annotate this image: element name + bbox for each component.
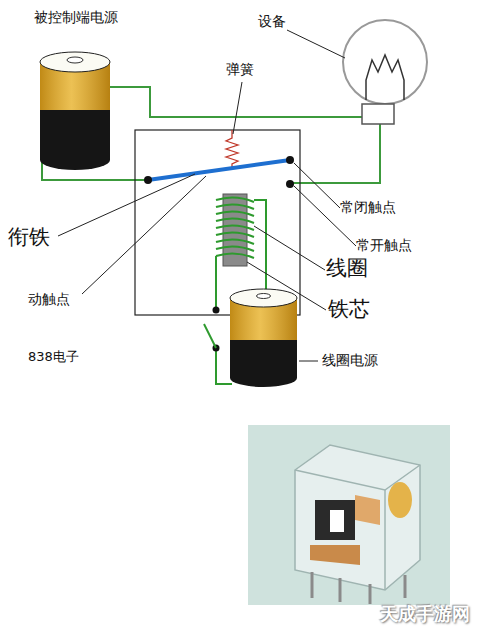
photo-background [248, 425, 450, 605]
battery-terminal [257, 294, 271, 299]
battery-terminal [67, 57, 83, 63]
coil-turn [216, 232, 254, 237]
armature [148, 160, 290, 180]
part-label: 衔铁 [8, 226, 50, 249]
bulb-glass [343, 20, 427, 104]
coil-turn [216, 225, 254, 230]
relay-pin [311, 572, 314, 598]
wire [292, 117, 393, 183]
battery-top [230, 289, 297, 307]
coil-turn [216, 253, 254, 258]
coil [216, 197, 254, 258]
contact-dot [286, 156, 294, 164]
relay-pin [404, 575, 407, 598]
relay-bobbin [330, 510, 344, 532]
wire [110, 87, 362, 117]
leader-line [82, 176, 206, 294]
part-label: 设备 [258, 14, 286, 29]
leader-line [58, 174, 195, 236]
wire [216, 350, 232, 384]
wire [254, 200, 266, 292]
battery-body [230, 340, 297, 387]
bulb-base [362, 104, 394, 124]
relay-case-edge [384, 490, 386, 590]
watermark-note: 838电子 [28, 350, 79, 364]
relay-spring [388, 482, 412, 518]
relay-pin [339, 578, 342, 602]
wire [215, 256, 217, 308]
relay-contact [355, 495, 380, 525]
leader-line [247, 262, 326, 310]
coil-turn [216, 204, 254, 209]
leader-line [299, 361, 318, 362]
coil-turn [216, 239, 254, 244]
part-label: 动触点 [28, 292, 70, 307]
leader-line [294, 163, 340, 208]
part-label: 铁芯 [328, 298, 370, 321]
relay-contact [310, 545, 360, 565]
part-label: 线圈电源 [322, 353, 378, 368]
watermark: 天成手游网 [380, 604, 470, 624]
leader-lines [58, 30, 356, 361]
spring [226, 130, 238, 169]
part-label: 被控制端电源 [34, 10, 118, 25]
coil-turn [216, 218, 254, 223]
relay-housing [135, 130, 300, 315]
leader-line [294, 186, 356, 246]
coil-turn [216, 197, 254, 202]
switch-lever [204, 324, 216, 348]
part-label: 弹簧 [226, 62, 254, 77]
contact-dot [286, 180, 294, 188]
leader-line [254, 226, 325, 270]
relay-case [295, 445, 420, 590]
battery-body [40, 110, 110, 170]
relay-pin [369, 584, 372, 604]
leader-line [233, 82, 242, 134]
battery-top [40, 52, 110, 72]
relay-coil [315, 500, 355, 540]
leader-line [287, 30, 345, 58]
pivot-dot [144, 176, 152, 184]
switch-terminal [213, 307, 220, 314]
bulb-filament [366, 55, 404, 100]
coil-turn [216, 211, 254, 216]
part-label: 常开触点 [356, 238, 412, 253]
part-label: 常闭触点 [340, 200, 396, 215]
coil-turn [216, 246, 254, 251]
part-label: 线圈 [326, 257, 368, 280]
